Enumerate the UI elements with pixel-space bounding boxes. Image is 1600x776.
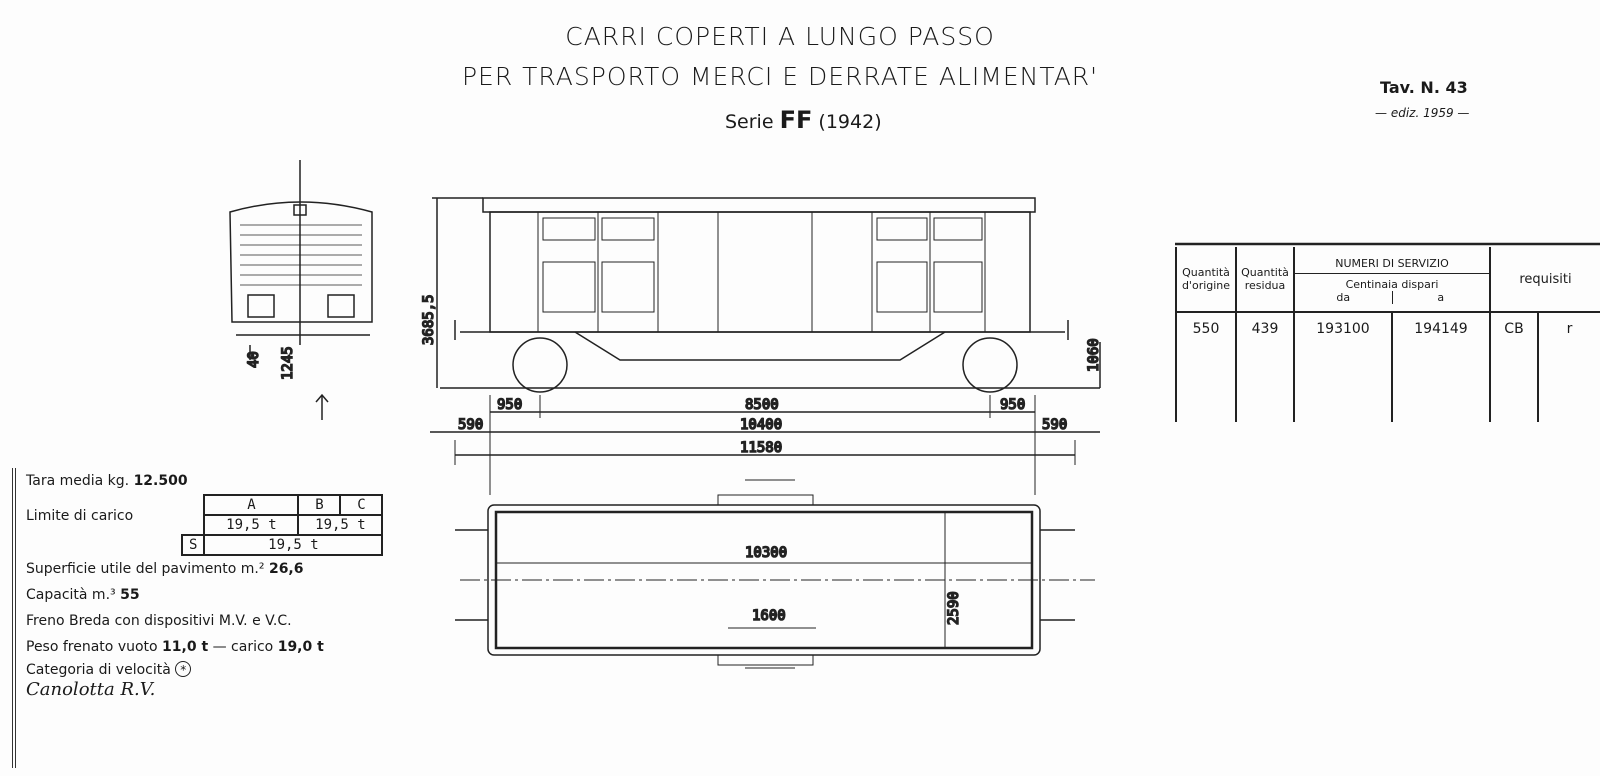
col-requisites: requisiti bbox=[1489, 247, 1600, 313]
title-line-2: PER TRASPORTO MERCI E DERRATE ALIMENTAR' bbox=[461, 62, 1099, 91]
limit-label: Limite di carico bbox=[26, 508, 134, 524]
braked-weight: Peso frenato vuoto 11,0 t — carico 19,0 … bbox=[26, 639, 324, 655]
subgroup-header: Centinaia dispari bbox=[1345, 278, 1439, 291]
edition: — ediz. 1959 — bbox=[1375, 106, 1470, 120]
brake: Freno Breda con dispositivi M.V. e V.C. bbox=[26, 613, 292, 629]
dim-buffer-height: 1060 bbox=[1086, 338, 1102, 372]
speed-symbol-icon: * bbox=[175, 661, 192, 677]
dim-overhang-left: 950 bbox=[497, 397, 522, 413]
title-line-1: CARRI COPERTI A LUNGO PASSO bbox=[565, 22, 995, 51]
group-header: NUMERI DI SERVIZIO bbox=[1295, 254, 1489, 274]
floor-area: Superficie utile del pavimento m.² 26,6 bbox=[26, 561, 304, 577]
dim-overhang-right: 950 bbox=[1000, 397, 1025, 413]
dim-inner-length: 10300 bbox=[745, 545, 787, 561]
dim-height: 3685,5 bbox=[421, 294, 437, 345]
cell-req-2: r bbox=[1537, 312, 1600, 422]
side-view: 3685,5 1060 950 8500 950 590 10400 590 1… bbox=[420, 197, 1103, 495]
cell-residual: 439 bbox=[1235, 312, 1294, 422]
dim-590-right: 590 bbox=[1042, 417, 1067, 433]
end-view: 40 1245 bbox=[229, 160, 373, 420]
col-from: da bbox=[1336, 291, 1351, 304]
col-origin: Quantità d'origine bbox=[1175, 247, 1236, 313]
plate-number: Tav. N. 43 bbox=[1380, 78, 1468, 97]
dim-total-length: 11580 bbox=[740, 440, 782, 456]
cell-origin: 550 bbox=[1175, 312, 1236, 422]
dim-end-40: 40 bbox=[246, 351, 262, 368]
col-to: a bbox=[1391, 291, 1490, 304]
speed-category: Categoria di velocità * bbox=[26, 660, 383, 680]
specifications: Tara media kg. 12.500 Limite di carico A… bbox=[12, 468, 384, 768]
plan-view: 10300 1600 2590 bbox=[455, 479, 1095, 669]
dim-body-length: 10400 bbox=[740, 417, 782, 433]
signature: Canolotta R.V. bbox=[26, 679, 156, 700]
dim-inner-width: 2590 bbox=[946, 591, 962, 625]
dim-door-width: 1600 bbox=[752, 608, 786, 624]
cell-req-1: CB bbox=[1489, 312, 1538, 422]
cell-from: 193100 bbox=[1293, 312, 1392, 422]
tare: Tara media kg. 12.500 bbox=[26, 473, 188, 489]
dim-590-left: 590 bbox=[458, 417, 483, 433]
service-numbers-table: Quantità d'origine Quantità residua NUME… bbox=[1175, 247, 1600, 422]
dim-wheelbase: 8500 bbox=[745, 397, 779, 413]
dim-end-1245: 1245 bbox=[280, 346, 296, 380]
cell-to: 194149 bbox=[1391, 312, 1490, 422]
series: Serie FF (1942) bbox=[725, 106, 882, 134]
col-residual: Quantità residua bbox=[1235, 247, 1294, 313]
capacity: Capacità m.³ 55 bbox=[26, 587, 140, 603]
